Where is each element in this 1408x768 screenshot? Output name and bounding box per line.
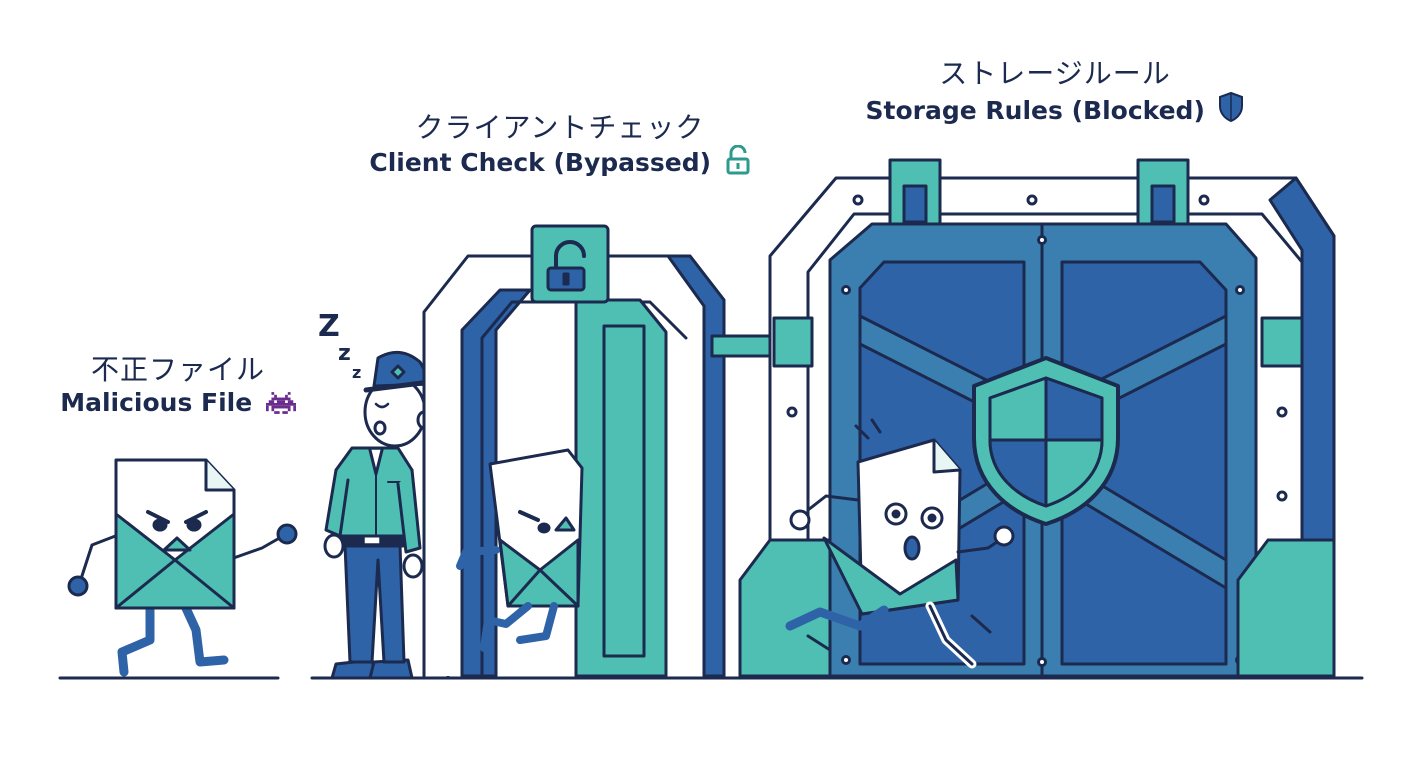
shield-icon [1218, 91, 1244, 128]
malicious-file-character [67, 458, 298, 677]
storage-rules-label: ストレージルール Storage Rules (Blocked) [830, 56, 1280, 128]
svg-text:z: z [338, 341, 351, 366]
blocked-file-character [785, 418, 1015, 669]
unlocked-padlock-icon [725, 144, 751, 180]
client-check-label: クライアントチェック Client Check (Bypassed) [340, 110, 780, 180]
svg-text:z: z [352, 363, 361, 382]
client-check-gate [422, 224, 776, 678]
svg-text:Z: Z [318, 309, 340, 344]
storage-rules-label-en: Storage Rules (Blocked) [865, 96, 1205, 125]
malicious-file-label-jp: 不正ファイル [90, 353, 265, 386]
client-check-label-jp: クライアントチェック [415, 111, 705, 144]
malicious-file-label-en: Malicious File [60, 388, 253, 417]
storage-rules-vault [738, 158, 1336, 678]
space-invader-icon [265, 391, 296, 420]
file-passing-gate [456, 448, 584, 652]
malicious-file-label: 不正ファイル Malicious File [38, 352, 318, 420]
storage-rules-label-jp: ストレージルール [939, 57, 1171, 90]
client-check-label-en: Client Check (Bypassed) [369, 148, 712, 177]
